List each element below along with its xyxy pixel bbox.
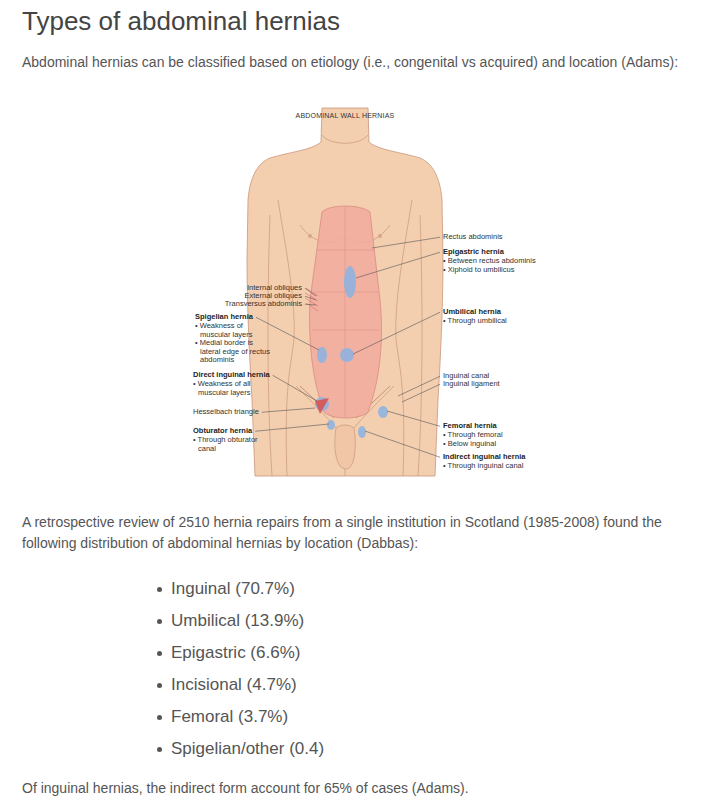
hernia-name: Femoral hernia — [443, 422, 497, 431]
part-label: Transversus abdominis — [225, 300, 302, 309]
leader-line — [356, 252, 440, 278]
leader-line — [372, 237, 440, 248]
leader-line — [305, 304, 316, 306]
intro-paragraph: Abdominal hernias can be classified base… — [22, 52, 678, 73]
nipple — [378, 234, 382, 238]
umbilical-site — [340, 348, 354, 362]
hernia-note: • Through inguinal canal — [443, 462, 523, 471]
part-label: Rectus abdominis — [443, 233, 503, 242]
figure-title: ABDOMINAL WALL HERNIAS — [296, 112, 395, 119]
hernia-sites — [315, 266, 388, 438]
femoral-site — [378, 406, 388, 418]
leader-line — [387, 411, 440, 426]
leader-line — [262, 408, 315, 412]
hernia-name: Direct inguinal hernia — [193, 371, 270, 380]
list-bullet — [157, 683, 162, 688]
leader-line — [256, 317, 319, 350]
distribution-item: Spigelian/other (0.4) — [171, 738, 324, 760]
part-label: Inguinal ligament — [443, 380, 500, 389]
hesselbach-triangle — [315, 398, 329, 414]
leader-line — [402, 384, 440, 402]
hernia-note: • Weakness of muscular layers — [195, 322, 274, 339]
hatch — [306, 303, 318, 311]
distribution-item: Epigastric (6.6%) — [171, 642, 300, 664]
leader-line — [273, 375, 317, 401]
rectus-muscle — [310, 206, 382, 418]
hernia-note: • Xiphoid to umbilicus — [443, 266, 514, 275]
hatch — [305, 293, 318, 301]
list-bullet — [157, 747, 162, 752]
hernia-note: • Between rectus abdominis — [443, 257, 536, 266]
list-bullet — [157, 715, 162, 720]
list-bullet — [157, 651, 162, 656]
oblique-hatching — [305, 288, 318, 311]
hernia-note: • Below inguinal — [443, 440, 496, 449]
hernia-note: • Weakness of all muscular layers — [193, 380, 268, 397]
hernia-name: Epigastric hernia — [443, 248, 504, 257]
study-paragraph: A retrospective review of 2510 hernia re… — [22, 512, 712, 554]
hernia-note: • Through umbilical — [443, 317, 507, 326]
indirect-inguinal-site — [358, 426, 366, 438]
rectus-abdominis — [310, 206, 382, 418]
leader-line — [353, 312, 440, 354]
leader-line — [365, 431, 440, 457]
leader-line — [305, 288, 316, 296]
hernia-note: • Medial border is lateral edge of rectu… — [195, 339, 274, 365]
hernia-name: Umbilical hernia — [443, 308, 501, 317]
leader-line — [305, 296, 316, 300]
list-bullet — [157, 619, 162, 624]
hernia-name: Obturator hernia — [193, 427, 252, 436]
distribution-item: Incisional (4.7%) — [171, 674, 297, 696]
closing-paragraph: Of inguinal hernias, the indirect form a… — [22, 778, 469, 799]
list-bullet — [157, 587, 162, 592]
leader-line — [398, 376, 440, 396]
spigelian-site — [317, 347, 327, 363]
hernia-note: • Through obturator canal — [193, 436, 264, 453]
nipple — [308, 234, 312, 238]
epigastric-site — [344, 266, 356, 298]
part-label: Hesselbach triangle — [193, 408, 259, 417]
genitals — [335, 425, 355, 469]
hernia-name: Indirect inguinal hernia — [443, 453, 526, 462]
page-title: Types of abdominal hernias — [22, 6, 340, 37]
distribution-item: Inguinal (70.7%) — [171, 578, 295, 600]
hatch — [305, 298, 318, 306]
hernia-note: • Through femoral — [443, 431, 503, 440]
obturator-site — [327, 420, 335, 430]
leader-line — [255, 424, 329, 431]
hernia-name: Spigelian hernia — [195, 313, 253, 322]
distribution-item: Femoral (3.7%) — [171, 706, 288, 728]
distribution-item: Umbilical (13.9%) — [171, 610, 304, 632]
rectus-lines — [312, 207, 380, 417]
